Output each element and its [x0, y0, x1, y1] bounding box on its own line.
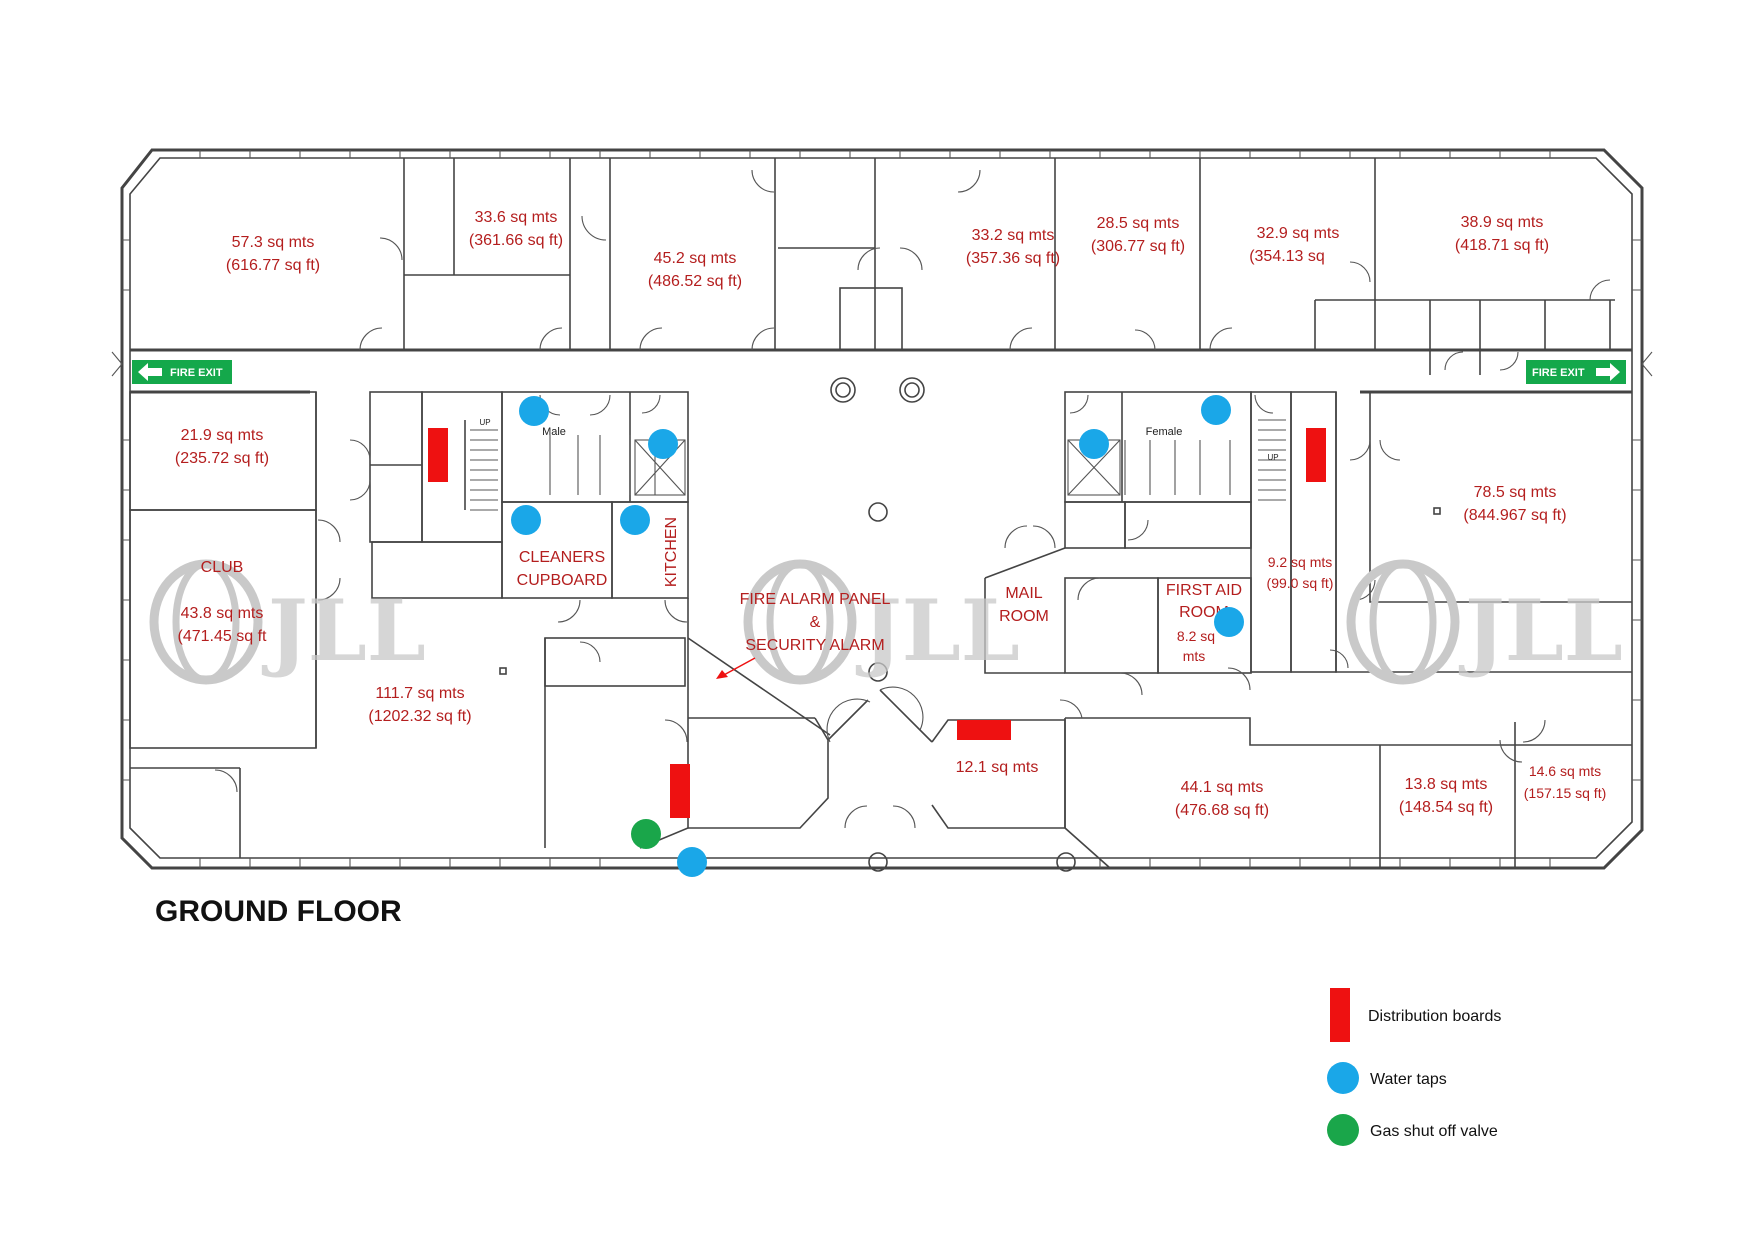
- room-label-33-6-sqft: (361.66 sq ft): [469, 232, 563, 249]
- arrow-left-icon: [138, 363, 162, 381]
- left-wing-walls: [129, 391, 831, 858]
- room-label-28-5-sqft: (306.77 sq ft): [1091, 238, 1185, 255]
- room-label-club: CLUB: [201, 559, 244, 576]
- room-label-8-2-unit: mts: [1183, 648, 1206, 664]
- room-label-44-1-area: 44.1 sq mts: [1181, 779, 1264, 796]
- water-tap: [519, 396, 549, 426]
- corridor-walls: [111, 348, 1653, 394]
- watermark-jll-center: JLL: [855, 581, 1020, 680]
- svg-text:FIRE EXIT: FIRE EXIT: [1532, 367, 1585, 379]
- water-tap: [1079, 429, 1109, 459]
- room-label-33-6-area: 33.6 sq mts: [475, 209, 558, 226]
- distribution-board: [957, 720, 1011, 740]
- room-label-room: ROOM: [999, 608, 1049, 625]
- distribution-board: [1306, 428, 1326, 482]
- room-label-ampersand: &: [810, 614, 821, 631]
- room-label-21-9-area: 21.9 sq mts: [181, 427, 264, 444]
- legend-gas-shut-off-valve: Gas shut off valve: [1370, 1123, 1498, 1140]
- room-label-9-2-sqft: (99.0 sq ft): [1267, 575, 1334, 591]
- room-label-45-2-area: 45.2 sq mts: [654, 250, 737, 267]
- water-tap: [677, 847, 707, 877]
- legend-distribution-board-swatch: [1330, 988, 1350, 1042]
- room-label-21-9-sqft: (235.72 sq ft): [175, 450, 269, 467]
- fire-alarm-pointer: [716, 657, 756, 679]
- legend-water-taps: Water taps: [1370, 1071, 1447, 1088]
- fire-exit-right: FIRE EXIT: [1526, 360, 1626, 384]
- outer-walls: [120, 148, 1644, 870]
- room-label-12-1-area: 12.1 sq mts: [956, 759, 1039, 776]
- room-label-78-5-sqft: (844.967 sq ft): [1463, 507, 1566, 524]
- room-label-mail: MAIL: [1005, 585, 1042, 602]
- water-tap: [620, 505, 650, 535]
- room-label-13-8-sqft: (148.54 sq ft): [1399, 799, 1493, 816]
- room-label-111-7-area: 111.7 sq mts: [375, 685, 464, 702]
- lobby: [826, 377, 1076, 872]
- watermarks: JLL JLL JLL: [149, 559, 1623, 685]
- room-label-kitchen: KITCHEN: [663, 517, 680, 587]
- room-label-first-aid: FIRST AID: [1166, 582, 1242, 599]
- water-tap: [1214, 607, 1244, 637]
- room-label-33-2-sqft: (357.36 sq ft): [966, 250, 1060, 267]
- watermark-jll-right: JLL: [1458, 581, 1623, 680]
- room-label-cleaners: CLEANERS: [519, 549, 605, 566]
- legend-water-tap-swatch: [1327, 1062, 1359, 1094]
- arrow-right-icon: [1596, 363, 1620, 381]
- top-room-walls: [359, 158, 1615, 375]
- room-label-fire-alarm-panel: FIRE ALARM PANEL: [740, 591, 891, 608]
- water-taps: [511, 395, 1244, 877]
- water-tap: [648, 429, 678, 459]
- room-label-111-7-sqft: (1202.32 sq ft): [368, 708, 471, 725]
- room-label-44-1-sqft: (476.68 sq ft): [1175, 802, 1269, 819]
- room-label-14-6-area: 14.6 sq mts: [1529, 763, 1601, 779]
- water-tap: [1201, 395, 1231, 425]
- wc-label-male: Male: [542, 426, 566, 438]
- room-label-club-area: 43.8 sq mts: [181, 605, 264, 622]
- gas-valve: [631, 819, 661, 849]
- fire-exit-left: FIRE EXIT: [132, 360, 232, 384]
- distribution-board: [428, 428, 448, 482]
- stair-up-left: UP: [479, 418, 490, 427]
- room-label-cupboard: CUPBOARD: [517, 572, 608, 589]
- distribution-boards: [428, 428, 1326, 818]
- room-label-33-2-area: 33.2 sq mts: [972, 227, 1055, 244]
- water-tap: [511, 505, 541, 535]
- room-label-13-8-area: 13.8 sq mts: [1405, 776, 1488, 793]
- room-label-club-sqft: (471.45 sq ft: [178, 628, 268, 645]
- right-wing-walls: [499, 391, 1632, 869]
- floor-title: GROUND FLOOR: [155, 895, 402, 928]
- room-label-28-5-area: 28.5 sq mts: [1097, 215, 1180, 232]
- legend-gas-valve-swatch: [1327, 1114, 1359, 1146]
- room-label-32-9-area: 32.9 sq mts: [1257, 225, 1340, 242]
- watermark-jll-left: JLL: [261, 581, 426, 680]
- room-label-57-3-area: 57.3 sq mts: [232, 234, 315, 251]
- room-label-45-2-sqft: (486.52 sq ft): [648, 273, 742, 290]
- room-label-57-3-sqft: (616.77 sq ft): [226, 257, 320, 274]
- distribution-board: [670, 764, 690, 818]
- room-label-32-9-sqft: (354.13 sq: [1249, 248, 1325, 265]
- wc-label-female: Female: [1146, 426, 1183, 438]
- room-label-8-2-area: 8.2 sq: [1177, 628, 1215, 644]
- room-labels: 57.3 sq mts (616.77 sq ft) 33.6 sq mts (…: [175, 209, 1606, 819]
- stair-up-right: UP: [1267, 453, 1278, 462]
- legend-distribution-boards: Distribution boards: [1368, 1008, 1501, 1025]
- room-label-security-alarm: SECURITY ALARM: [745, 637, 884, 654]
- room-label-38-9-sqft: (418.71 sq ft): [1455, 237, 1549, 254]
- room-label-14-6-sqft: (157.15 sq ft): [1524, 785, 1607, 801]
- svg-text:FIRE EXIT: FIRE EXIT: [170, 367, 223, 379]
- room-label-9-2-area: 9.2 sq mts: [1268, 554, 1333, 570]
- room-label-38-9-area: 38.9 sq mts: [1461, 214, 1544, 231]
- room-label-78-5-area: 78.5 sq mts: [1474, 484, 1557, 501]
- legend: Distribution boards Water taps Gas shut …: [1327, 988, 1501, 1146]
